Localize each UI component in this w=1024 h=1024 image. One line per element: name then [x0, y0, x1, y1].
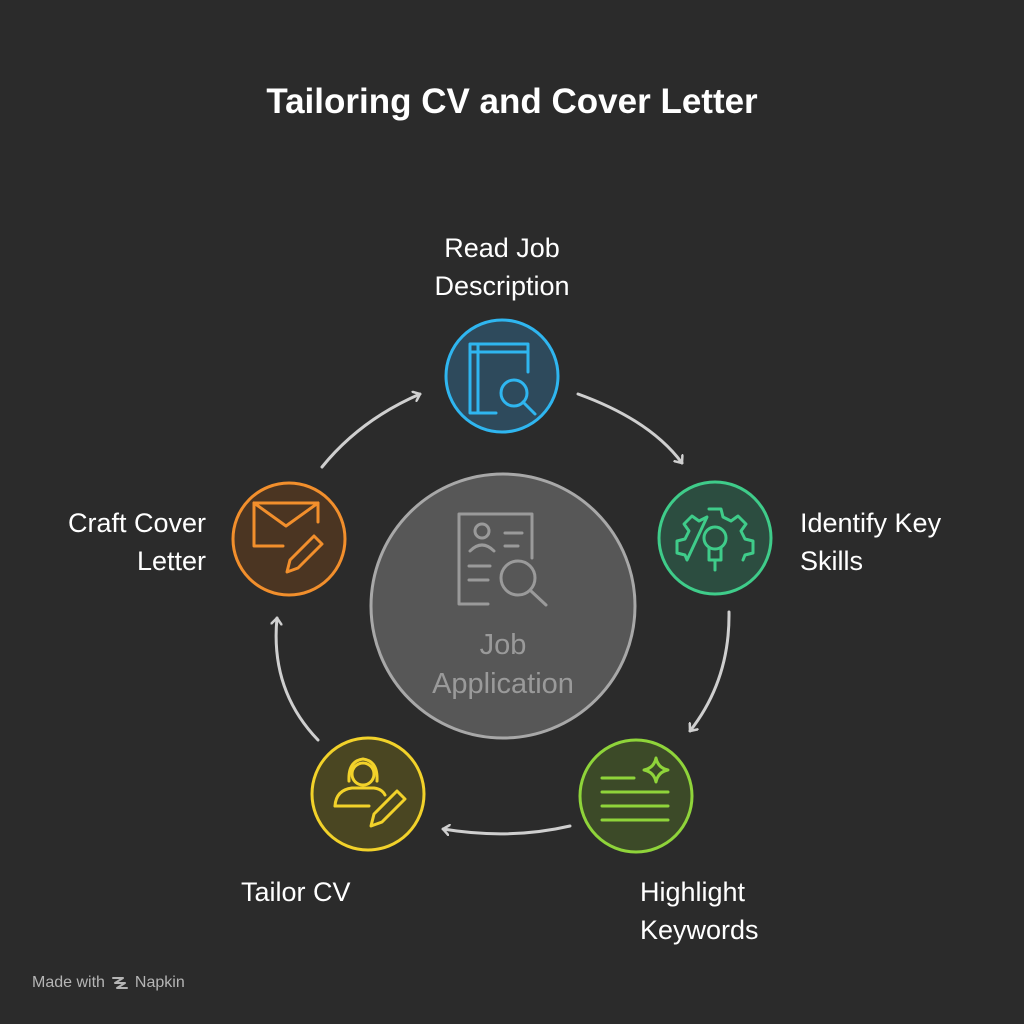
step-label-line: Read Job — [444, 233, 560, 263]
step-label-tailor-cv: Tailor CV — [241, 873, 441, 911]
step-label-line: Keywords — [640, 915, 759, 945]
person-pencil-icon — [333, 757, 407, 828]
step-label-line: Craft Cover — [67, 508, 206, 538]
step-node-read-job-description — [444, 318, 560, 434]
center-node — [369, 472, 637, 740]
text-sparkle-icon — [600, 756, 670, 822]
napkin-logo-icon — [111, 977, 128, 989]
diagram-title: Tailoring CV and Cover Letter — [266, 82, 758, 121]
step-label-identify-key-skills: Identify Key Skills — [800, 504, 1000, 580]
arrow-highlight-to-tailor — [441, 826, 572, 834]
center-label-line: Application — [432, 668, 574, 700]
cycle-arrows — [276, 392, 731, 834]
step-node-tailor-cv — [310, 736, 426, 852]
step-label-line: Letter — [136, 546, 206, 576]
footer-prefix: Made with — [32, 974, 105, 991]
step-label-line: Tailor CV — [241, 877, 351, 907]
envelope-pencil-icon — [252, 501, 324, 574]
arrow-craft-to-read — [320, 394, 422, 469]
resume-search-icon — [457, 512, 548, 607]
step-label-read-job-description: Read Job Description — [402, 229, 602, 305]
step-node-identify-key-skills — [657, 480, 773, 596]
step-label-highlight-keywords: Highlight Keywords — [640, 873, 840, 949]
step-label-line: Skills — [800, 546, 864, 576]
step-node-highlight-keywords — [578, 738, 694, 854]
arrow-identify-to-highlight — [688, 610, 731, 733]
step-label-line: Description — [434, 271, 570, 301]
center-label: Job Application — [372, 626, 634, 704]
made-with-napkin-footer: Made with Napkin — [32, 974, 185, 992]
step-label-craft-cover-letter: Craft Cover Letter — [6, 504, 206, 580]
center-label-line: Job — [479, 629, 527, 661]
gear-bulb-icon — [675, 507, 755, 572]
arrow-tailor-to-craft — [276, 616, 320, 742]
arrow-read-to-identify — [576, 392, 682, 465]
footer-brand: Napkin — [134, 974, 185, 991]
book-search-icon — [468, 342, 537, 416]
step-label-line: Identify Key — [800, 508, 942, 538]
step-node-craft-cover-letter — [231, 481, 347, 597]
step-label-line: Highlight — [640, 877, 746, 907]
